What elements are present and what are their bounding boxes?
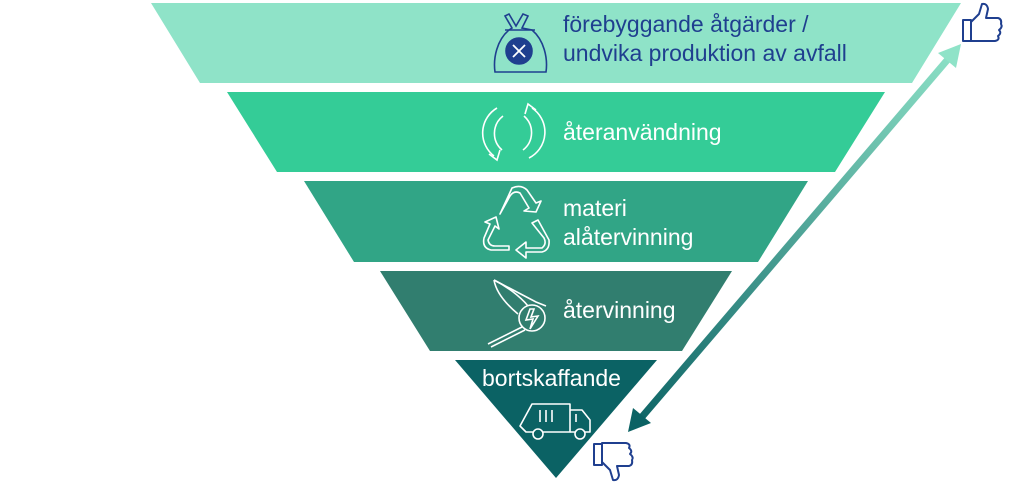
thumbs-down-icon xyxy=(593,442,634,482)
garbage-truck-icon xyxy=(519,403,591,440)
level-reuse-label: återanvändning xyxy=(563,119,722,145)
energy-recovery-net-icon xyxy=(487,279,547,348)
level-disposal: bortskaffande xyxy=(455,360,657,478)
level-material-recycling-label: materi alåtervinning xyxy=(563,195,693,250)
level-material-recycling-line-1: materi xyxy=(563,195,627,221)
priority-arrow-shaft xyxy=(638,55,952,421)
priority-arrow-head-up xyxy=(938,44,961,68)
level-recovery: återvinning xyxy=(380,271,732,351)
level-material-recycling: materi alåtervinning xyxy=(304,181,808,262)
level-material-recycling-line-2: alåtervinning xyxy=(563,224,693,250)
level-disposal-line-1: bortskaffande xyxy=(482,365,621,391)
level-prevention-label: förebyggande åtgärder / undvika produkti… xyxy=(563,11,847,66)
priority-arrow xyxy=(628,44,961,432)
reuse-circular-arrows-icon xyxy=(481,102,546,162)
garbage-bag-x-icon xyxy=(493,12,548,73)
level-reuse: återanvändning xyxy=(227,92,885,172)
priority-arrow-head-down xyxy=(628,408,651,432)
level-reuse-band xyxy=(227,92,885,172)
level-recovery-band xyxy=(380,271,732,351)
level-material-recycling-band xyxy=(304,181,808,262)
level-disposal-band xyxy=(455,360,657,478)
level-prevention-band xyxy=(151,3,961,83)
recycling-symbol-icon xyxy=(482,185,550,259)
level-prevention: förebyggande åtgärder / undvika produkti… xyxy=(151,3,961,83)
level-recovery-line-1: återvinning xyxy=(563,297,676,323)
thumbs-up-icon xyxy=(962,2,1003,42)
level-prevention-line-2: undvika produktion av avfall xyxy=(563,40,847,66)
level-disposal-label: bortskaffande xyxy=(482,365,621,391)
level-recovery-label: återvinning xyxy=(563,297,676,323)
level-prevention-line-1: förebyggande åtgärder / xyxy=(563,11,809,37)
level-reuse-line-1: återanvändning xyxy=(563,119,722,145)
